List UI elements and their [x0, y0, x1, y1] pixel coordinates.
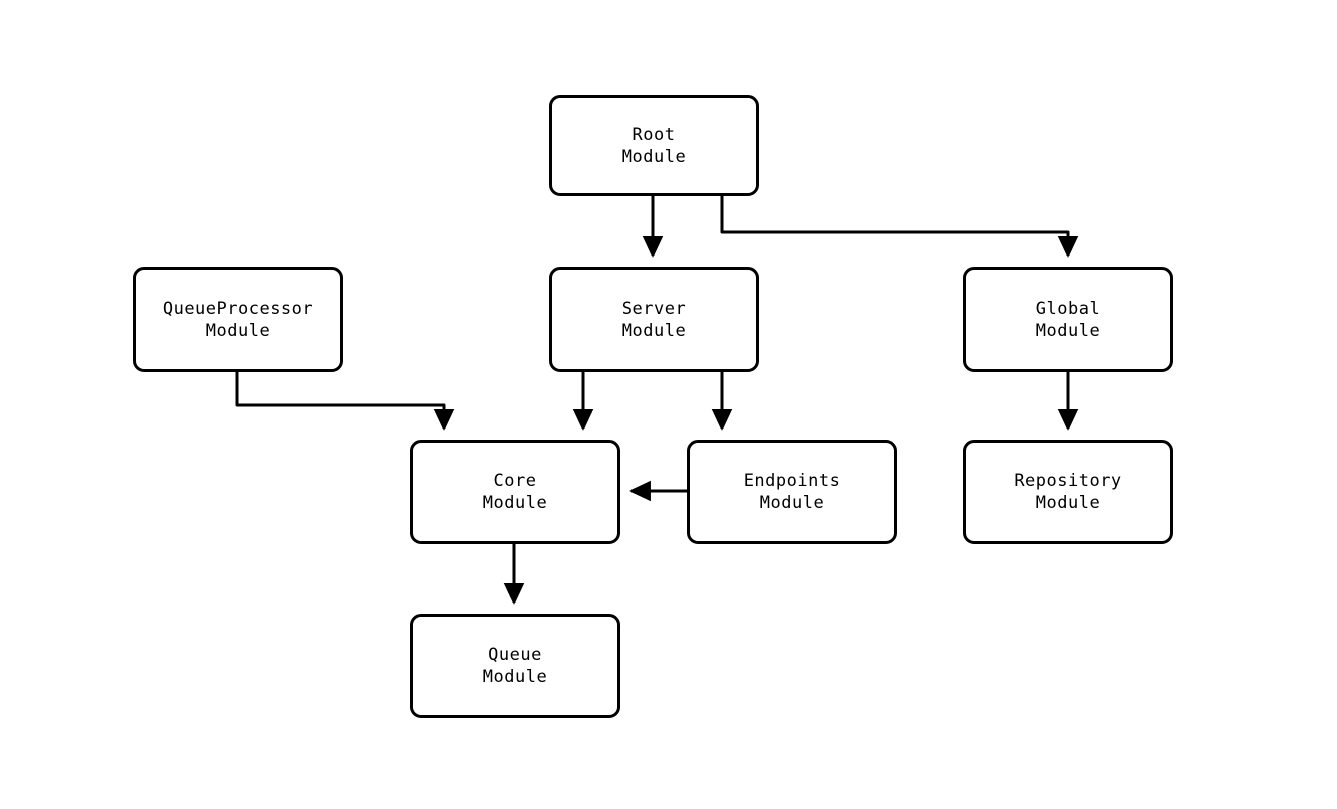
node-root-line2: Module	[621, 146, 687, 167]
node-server[interactable]: Server Module	[549, 267, 759, 372]
node-endpoints-line1: Endpoints	[743, 471, 841, 491]
node-queueprocessor-line2: Module	[205, 320, 271, 341]
node-queue[interactable]: Queue Module	[410, 614, 620, 718]
node-root[interactable]: Root Module	[549, 95, 759, 196]
node-root-line1: Root	[632, 124, 676, 145]
node-queue-line2: Module	[482, 667, 548, 687]
node-endpoints-line2: Module	[759, 493, 825, 513]
node-endpoints[interactable]: Endpoints Module	[687, 440, 897, 544]
node-core-line1: Core	[493, 471, 537, 491]
node-global[interactable]: Global Module	[963, 267, 1173, 372]
node-server-line1: Server	[621, 298, 687, 319]
node-queue-line1: Queue	[488, 645, 542, 665]
node-repository-line1: Repository	[1014, 471, 1122, 491]
node-queueprocessor-line1: QueueProcessor	[162, 298, 314, 319]
node-repository-line2: Module	[1035, 493, 1101, 513]
node-core[interactable]: Core Module	[410, 440, 620, 544]
node-core-line2: Module	[482, 493, 548, 513]
node-global-line2: Module	[1035, 320, 1101, 341]
node-queueprocessor[interactable]: QueueProcessor Module	[133, 267, 343, 372]
node-global-line1: Global	[1035, 298, 1101, 319]
edge-root-global	[720, 196, 1079, 258]
edge-queueprocessor-core	[235, 372, 455, 431]
node-repository[interactable]: Repository Module	[963, 440, 1173, 544]
node-server-line2: Module	[621, 320, 687, 341]
